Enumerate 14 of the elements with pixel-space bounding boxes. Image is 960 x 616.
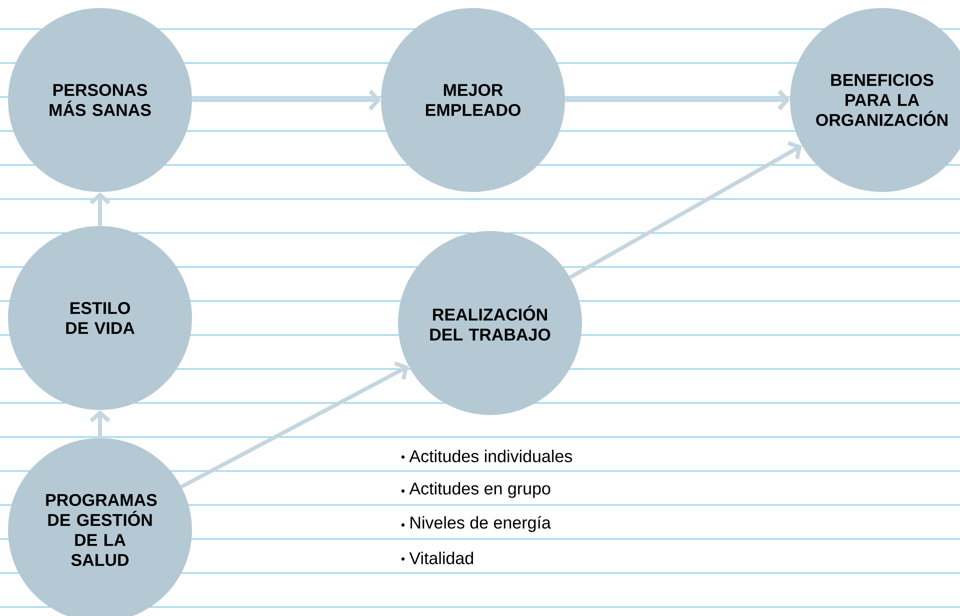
circle-node: ESTILO DE VIDA	[8, 226, 192, 410]
arrow	[90, 192, 110, 226]
circle-node: REALIZACIÓN DEL TRABAJO	[398, 231, 582, 415]
arrow	[180, 361, 409, 489]
list-item: Actitudes en grupo	[409, 482, 550, 498]
list-item: Actitudes individuales	[409, 450, 572, 462]
circle-node: MEJOR EMPLEADO	[381, 8, 565, 192]
circle-node: PERSONAS MÁS SANAS	[8, 8, 192, 192]
arrow	[569, 141, 802, 280]
list-item: Niveles de energía	[410, 516, 551, 532]
arrow	[90, 410, 110, 438]
list-item: Vitalidad	[409, 552, 473, 564]
arrow	[565, 90, 790, 110]
arrow	[192, 90, 381, 110]
